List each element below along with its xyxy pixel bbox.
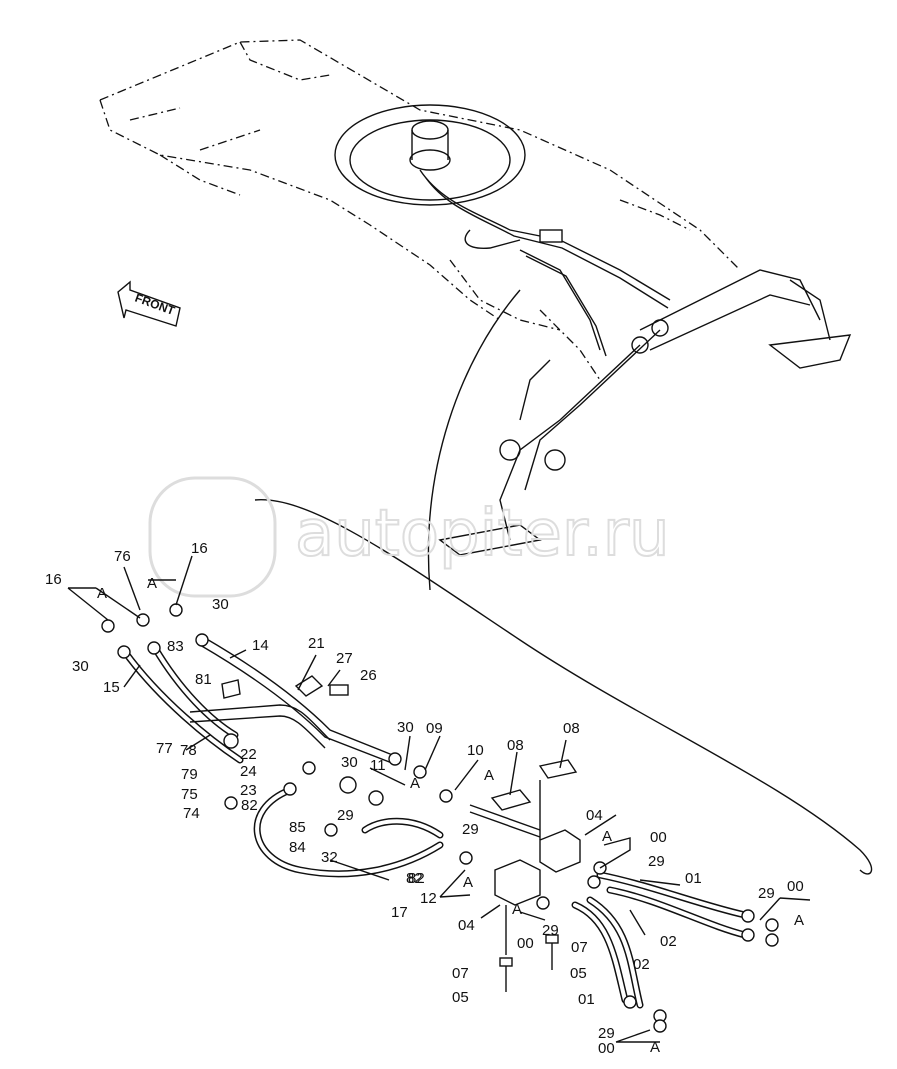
swing-ring bbox=[334, 104, 526, 206]
callout-label: 77 bbox=[156, 740, 173, 757]
callout-label: 30 bbox=[72, 658, 89, 675]
callout-label: A bbox=[97, 585, 107, 602]
callout-label: 01 bbox=[685, 870, 702, 887]
detail-boundary-arc bbox=[427, 289, 521, 591]
callout-label: 05 bbox=[570, 965, 587, 982]
callout-label: 29 bbox=[598, 1025, 615, 1042]
callout-label: A bbox=[147, 575, 157, 592]
callout-label: 11 bbox=[370, 757, 386, 774]
callout-label: 00 bbox=[650, 829, 667, 846]
callout-label: 01 bbox=[578, 991, 595, 1008]
leader-lines bbox=[67, 555, 811, 1043]
callout-label: 07 bbox=[452, 965, 469, 982]
callout-label: 85 bbox=[289, 819, 306, 836]
callout-label: A bbox=[602, 828, 612, 845]
callout-label: 32 bbox=[321, 849, 338, 866]
callout-label: 08 bbox=[507, 737, 524, 754]
callout-label: 30 bbox=[341, 754, 358, 771]
callout-label: A bbox=[650, 1039, 660, 1056]
callout-label: 22 bbox=[240, 746, 257, 763]
callout-label: 29 bbox=[648, 853, 665, 870]
callout-label: 08 bbox=[563, 720, 580, 737]
callout-label: 00 bbox=[517, 935, 534, 952]
callout-label: 21 bbox=[308, 635, 325, 652]
callout-label: 30 bbox=[212, 596, 229, 613]
callout-label: 16 bbox=[45, 571, 62, 588]
callout-label: 29 bbox=[337, 807, 354, 824]
callout-label: 09 bbox=[426, 720, 443, 737]
callout-label: 83 bbox=[167, 638, 184, 655]
callout-label: A bbox=[463, 874, 473, 891]
callout-label: A bbox=[794, 912, 804, 929]
callout-label: A bbox=[512, 901, 522, 918]
machine-outline bbox=[99, 39, 741, 381]
callout-label: 00 bbox=[598, 1040, 615, 1057]
upper-hose-run bbox=[419, 169, 671, 357]
callout-label: 82 bbox=[408, 870, 425, 887]
callout-label: 26 bbox=[360, 667, 377, 684]
callout-label: A bbox=[484, 767, 494, 784]
lower-hoses bbox=[121, 637, 749, 1009]
callout-label: 81 bbox=[195, 671, 212, 688]
callout-label: 27 bbox=[336, 650, 353, 667]
front-arrow: FRONT bbox=[117, 280, 181, 327]
callout-label: 17 bbox=[391, 904, 408, 921]
callout-label: 76 bbox=[114, 548, 131, 565]
callout-label: 78 bbox=[180, 742, 197, 759]
callout-label: 29 bbox=[758, 885, 775, 902]
callout-label: 14 bbox=[252, 637, 269, 654]
callout-label: 10 bbox=[467, 742, 484, 759]
callout-label: 29 bbox=[542, 922, 559, 939]
detail-boundary-curve bbox=[254, 499, 873, 875]
callout-label: 84 bbox=[289, 839, 306, 856]
watermark-text: autopiter.ru bbox=[295, 497, 670, 571]
callout-label: 07 bbox=[571, 939, 588, 956]
lower-parts bbox=[101, 603, 779, 1033]
callout-label: 00 bbox=[787, 878, 804, 895]
callout-label: 23 bbox=[240, 782, 257, 799]
callout-label: 82 bbox=[241, 797, 258, 814]
callout-label: 05 bbox=[452, 989, 469, 1006]
callout-label: 29 bbox=[462, 821, 479, 838]
callout-label: 16 bbox=[191, 540, 208, 557]
watermark: autopiter.ru bbox=[148, 476, 671, 598]
callout-label: 04 bbox=[586, 807, 603, 824]
callout-label: 15 bbox=[103, 679, 120, 696]
boom-assembly bbox=[438, 269, 852, 556]
callout-label: 74 bbox=[183, 805, 200, 822]
callout-label: 79 bbox=[181, 766, 198, 783]
callout-label: 24 bbox=[240, 763, 257, 780]
callout-label: A bbox=[410, 775, 420, 792]
callout-label: 82 bbox=[406, 870, 423, 887]
callout-label: 75 bbox=[181, 786, 198, 803]
callout-label: 04 bbox=[458, 917, 475, 934]
callout-label: 02 bbox=[633, 956, 650, 973]
callout-label: 30 bbox=[397, 719, 414, 736]
callout-label: 02 bbox=[660, 933, 677, 950]
callout-label: 12 bbox=[420, 890, 437, 907]
